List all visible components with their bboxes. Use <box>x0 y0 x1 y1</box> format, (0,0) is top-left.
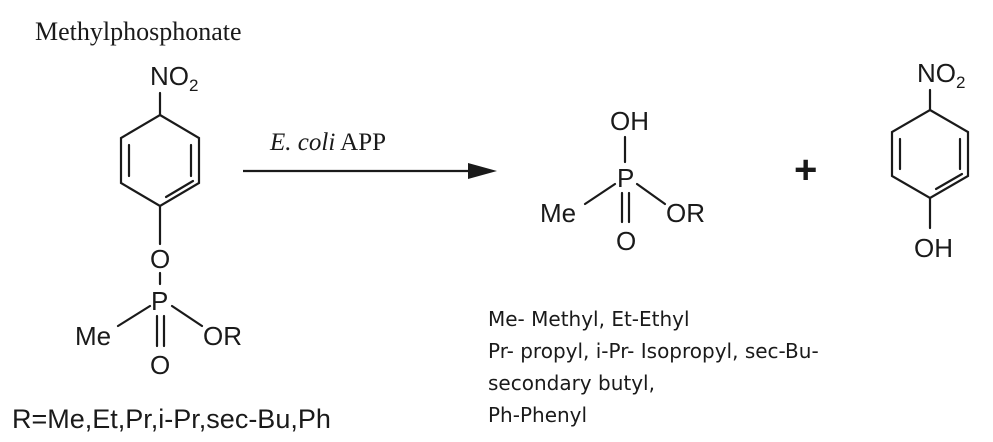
reactant-p-or-bond <box>170 304 204 328</box>
arrow-head <box>468 163 497 179</box>
phenol-ring-double-bond <box>934 172 964 191</box>
reactant-methyl: Me <box>75 321 111 351</box>
legend-line: Pr- propyl, i-Pr- Isopropyl, sec-Bu- <box>488 339 819 363</box>
legend-line: Me- Methyl, Et-Ethyl <box>488 307 690 331</box>
reactant-nitro-label: NO2 <box>150 61 198 95</box>
reactant-ring-double-bond <box>164 179 195 199</box>
product-p-me-bond <box>583 182 617 206</box>
product-phosphorus: P <box>617 163 634 193</box>
reactant-ester-oxygen: O <box>150 244 170 274</box>
reactant-p-me-bond <box>116 304 152 328</box>
phenol-hydroxyl: OH <box>914 233 953 263</box>
phenol-nitro-label: NO2 <box>917 58 965 92</box>
plus-sign: + <box>794 148 817 192</box>
reactant-or-group: OR <box>203 321 242 351</box>
reaction-arrow: E. coli APP <box>243 129 497 179</box>
phenol-benzene-ring <box>890 108 970 200</box>
abbreviation-legend: Me- Methyl, Et-Ethyl Pr- propyl, i-Pr- I… <box>488 307 819 427</box>
product-or-group: OR <box>666 198 705 228</box>
reactant-molecule: NO2 O P Me OR O <box>75 61 242 380</box>
reactant-oxo-oxygen: O <box>150 350 170 380</box>
reactant-phosphorus: P <box>151 286 168 316</box>
legend-line: Ph-Phenyl <box>488 403 587 427</box>
r-group-definition: R=Me,Et,Pr,i-Pr,sec-Bu,Ph <box>12 404 331 434</box>
legend-line: secondary butyl, <box>488 371 655 395</box>
product-phenol-molecule: NO2 OH <box>890 58 970 263</box>
product-oxo-oxygen: O <box>616 226 636 256</box>
enzyme-label: E. coli APP <box>269 129 386 156</box>
product-p-or-bond <box>635 182 667 206</box>
scheme-title: Methylphosphonate <box>35 17 242 46</box>
product-acid-molecule: OH P Me OR O <box>540 106 705 256</box>
product-methyl: Me <box>540 198 576 228</box>
reactant-benzene-ring <box>119 113 201 208</box>
product-hydroxyl: OH <box>610 106 649 136</box>
